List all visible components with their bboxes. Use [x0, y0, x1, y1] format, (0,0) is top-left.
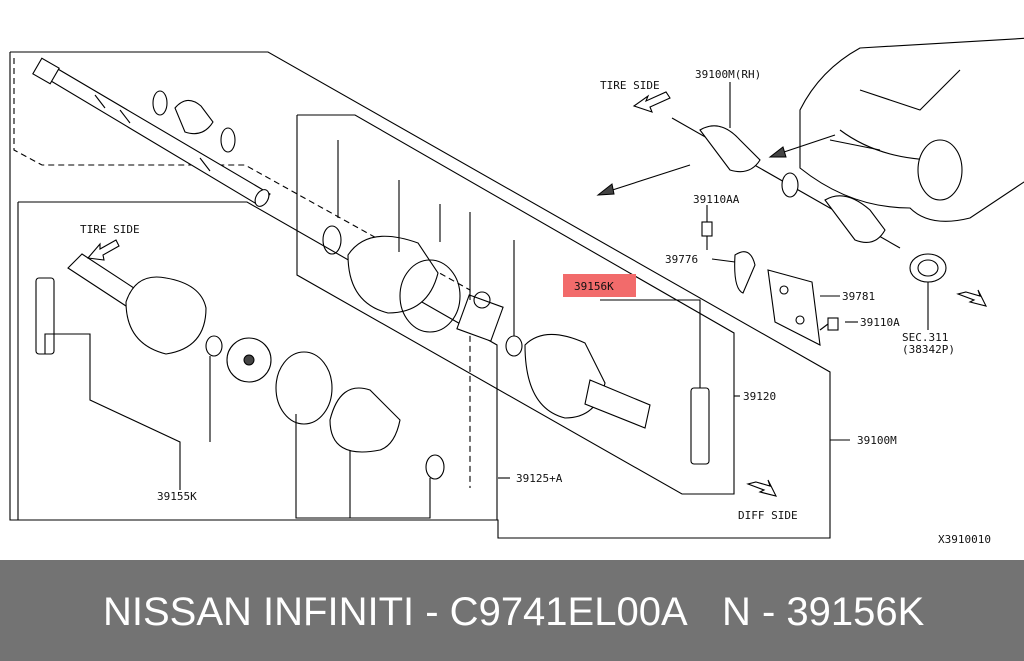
leader-lines	[44, 82, 929, 519]
label-39155k: 39155K	[157, 490, 197, 503]
boot-39125	[329, 387, 401, 453]
label-39776: 39776	[665, 253, 698, 266]
highlight-39156k	[563, 274, 636, 297]
oil-seal	[909, 253, 947, 283]
label-38342p: (38342P)	[902, 343, 955, 356]
footer-bar: NISSAN INFINITI - C9741EL00A N - 39156K	[0, 560, 1024, 661]
cage-39125	[226, 337, 272, 383]
bracket-39781	[767, 269, 821, 346]
bolt-39110a	[819, 317, 839, 331]
snap-ring-39125	[205, 335, 223, 357]
label-sec311: SEC.311	[902, 331, 948, 344]
drawing-number: X3910010	[938, 533, 991, 546]
footer-part-number: N - 39156K	[722, 590, 925, 634]
label-diff-side: DIFF SIDE	[738, 509, 798, 522]
label-39120: 39120	[743, 390, 776, 403]
parts-diagram: TIRE SIDE 39100M(RH) 39110AA 39776 39781…	[9, 37, 1024, 546]
vehicle-illustration	[799, 37, 1024, 222]
tripod-joint	[456, 291, 504, 342]
label-tire-side-top: TIRE SIDE	[600, 79, 660, 92]
outer-joint-39155k	[67, 253, 207, 355]
dashed-boundary	[13, 58, 471, 488]
footer-part-info: NISSAN INFINITI - C9741EL00A	[103, 590, 688, 634]
tire-side-arrow-top	[632, 91, 671, 113]
label-tire-side-left: TIRE SIDE	[80, 223, 140, 236]
tire-side-arrow-left	[86, 239, 120, 261]
label-39156k: 39156K	[574, 280, 614, 293]
label-39100m: 39100M	[857, 434, 897, 447]
clamp-left-39120	[322, 225, 342, 255]
label-39110a: 39110A	[860, 316, 900, 329]
arrow-to-vehicle	[599, 164, 691, 195]
snap-ring-39120	[505, 335, 523, 357]
band-39120	[399, 259, 461, 333]
bolt-39110aa	[701, 221, 713, 250]
small-boot-top	[152, 90, 236, 153]
frame-39120	[296, 114, 735, 495]
label-39110aa: 39110AA	[693, 193, 740, 206]
housing-39120	[524, 333, 651, 429]
clamp-small-39125	[425, 454, 445, 480]
label-39125a: 39125+A	[516, 472, 563, 485]
label-39100m-rh: 39100M(RH)	[695, 68, 761, 81]
grease-tube-39120	[690, 387, 710, 465]
diff-side-arrow	[746, 479, 778, 497]
frame-39125	[17, 201, 498, 521]
vehicle-arrow	[956, 289, 988, 307]
clip-39776	[734, 251, 756, 294]
band-39125	[275, 351, 333, 425]
label-39781: 39781	[842, 290, 875, 303]
shaft-rh	[671, 117, 901, 249]
shaft-top	[32, 57, 271, 207]
boot-39120	[347, 235, 439, 314]
